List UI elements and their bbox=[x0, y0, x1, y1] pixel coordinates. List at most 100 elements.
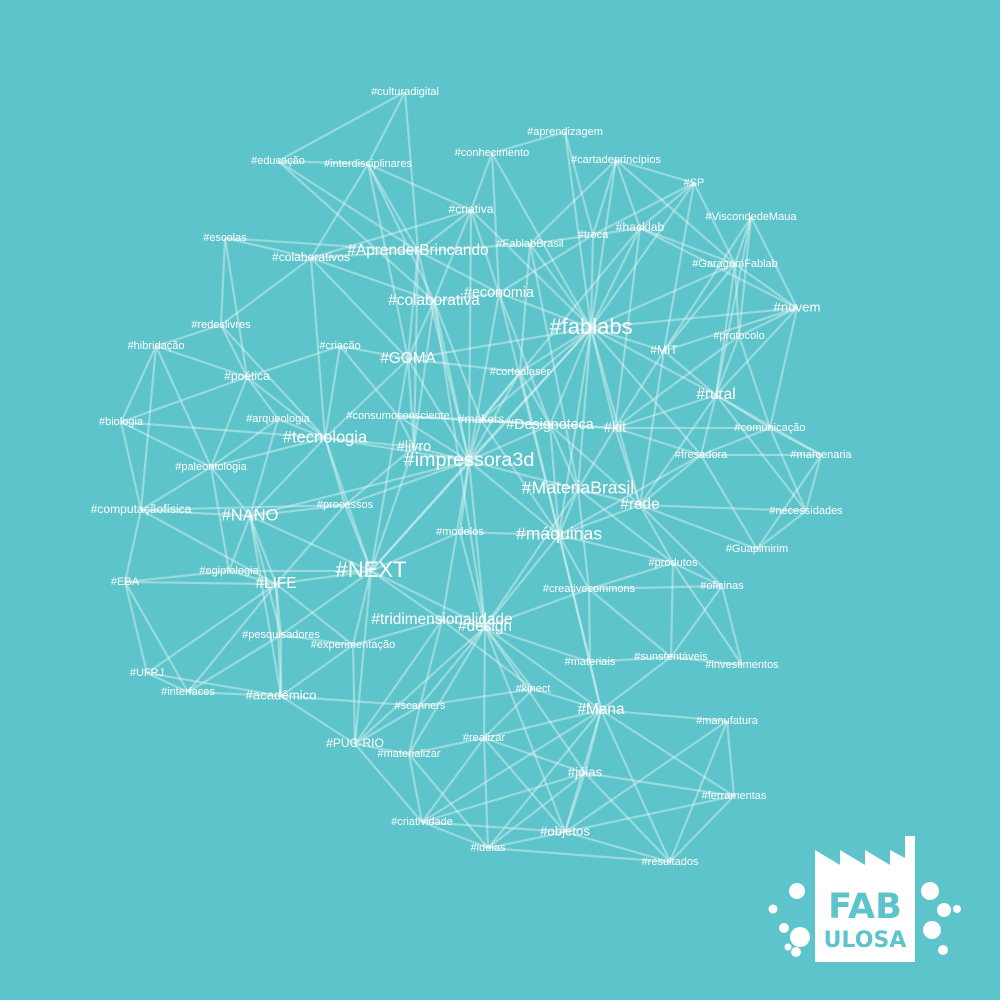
edge-rede-oficinas bbox=[639, 504, 723, 587]
edge-materiabrasil-rede bbox=[577, 487, 641, 507]
edge-realizar-materializar bbox=[408, 736, 485, 756]
edge-design-scanners bbox=[419, 626, 486, 707]
tag-poetica: #poética bbox=[224, 369, 270, 383]
edge-maquinas-creativecommons bbox=[558, 534, 590, 590]
tag-ideias: #ideias bbox=[471, 842, 506, 854]
tag-academico: #acadêmico bbox=[245, 687, 316, 702]
edge-fablabs-rural bbox=[590, 327, 717, 396]
edge-viscondedemaua-nuvem bbox=[750, 216, 798, 309]
edge-viscondedemaua-protocolo bbox=[737, 216, 753, 337]
edge-fresadora-rede bbox=[639, 454, 702, 506]
network-edges bbox=[119, 91, 823, 864]
tag-fresadora: #fresadora bbox=[675, 449, 728, 461]
tag-hibridacao: #hibridação bbox=[128, 340, 185, 352]
edge-economia-impressora3d bbox=[467, 292, 501, 462]
edge-tridimensionalidade-scanners bbox=[418, 619, 444, 707]
edge-nano-pesquisadores bbox=[248, 515, 283, 636]
edge-fablabs-fresadora bbox=[590, 327, 702, 456]
edge-pucrio-materializar bbox=[354, 742, 410, 756]
edge-cortealaser-impressora3d bbox=[468, 371, 521, 462]
edge-makers-kit bbox=[480, 418, 616, 430]
edge-egiptologia-life bbox=[228, 569, 277, 586]
edge-fablabs-cortealaser bbox=[519, 327, 592, 373]
edge-mit-kit bbox=[614, 350, 665, 429]
edge-goma-next bbox=[369, 358, 410, 572]
edge-guapimirim-necessidades bbox=[756, 510, 807, 550]
edge-biologia-tecnologia bbox=[120, 420, 326, 440]
tag-sp: #SP bbox=[684, 177, 705, 189]
edge-cartadeprincipios-troca bbox=[591, 159, 618, 236]
edge-interdisciplinares-aprenderbrincando bbox=[367, 163, 419, 252]
edge-life-ufrj bbox=[146, 583, 277, 674]
edge-mana-ferramentas bbox=[600, 709, 735, 797]
edge-tecnologia-next bbox=[323, 437, 373, 572]
tag-rede: #rede bbox=[620, 496, 659, 513]
edge-rede-necessidades bbox=[639, 503, 807, 513]
tag-interfaces: #interfaces bbox=[161, 686, 215, 698]
edge-economia-maquinas bbox=[497, 292, 561, 536]
edge-economia-designoteca bbox=[497, 292, 552, 426]
edge-cartadeprincipios-hacklab bbox=[614, 159, 642, 229]
edge-kinect-scanners bbox=[419, 687, 534, 708]
edge-hibridacao-paleontologia bbox=[154, 345, 213, 468]
tag-fablabs: #fablabs bbox=[549, 314, 632, 339]
edge-interfaces-academico bbox=[187, 690, 282, 698]
tag-hacklab: #hacklab bbox=[616, 220, 665, 234]
edge-tecnologia-nano bbox=[249, 437, 326, 517]
edge-tecnologia-processos bbox=[323, 437, 347, 506]
edge-nano-egiptologia bbox=[227, 515, 252, 572]
edge-design-kinect bbox=[484, 626, 534, 690]
edge-escolas-redeslivres bbox=[219, 237, 227, 326]
edge-conhecimento-fablabs bbox=[491, 152, 592, 329]
edge-nano-life bbox=[248, 515, 278, 585]
edge-aprendizagem-troca bbox=[563, 131, 595, 236]
edge-modelos-next bbox=[370, 530, 461, 573]
tag-criatividade: #criatividade bbox=[391, 816, 453, 828]
edge-hacklab-makers bbox=[480, 227, 641, 421]
logo-text-ulosa: ULOSA bbox=[824, 928, 907, 953]
edge-poetica-arqueologia bbox=[246, 376, 279, 420]
edge-produtos-investimentos bbox=[672, 562, 743, 666]
edge-maquinas-produtos bbox=[558, 533, 674, 565]
edge-objetos-ideias bbox=[487, 830, 566, 850]
edge-fresadora-guapimirim bbox=[700, 454, 758, 550]
edge-nuvem-rural bbox=[715, 307, 798, 396]
network-labels: #culturadigital#aprendizagem#educação#in… bbox=[91, 86, 853, 868]
edge-materiabrasil-produtos bbox=[577, 488, 674, 564]
edge-poetica-tecnologia bbox=[246, 376, 326, 439]
tag-oficinas: #oficinas bbox=[700, 580, 744, 592]
edge-paleontologia-computacaofisica bbox=[140, 466, 212, 511]
edge-joias-ferramentas bbox=[584, 771, 735, 798]
edge-design-pucrio bbox=[354, 626, 486, 745]
edge-consumoconsciente-designoteca bbox=[397, 414, 551, 427]
edge-comunicacao-fresadora bbox=[700, 426, 771, 457]
edge-colaborativa-livro bbox=[412, 300, 436, 448]
edge-realizar-criatividade bbox=[421, 737, 485, 823]
edge-sp-mit bbox=[662, 182, 696, 352]
edge-manufatura-objetos bbox=[564, 720, 728, 833]
edge-designoteca-impressora3d bbox=[468, 423, 551, 463]
edge-makers-maquinas bbox=[480, 419, 560, 536]
edge-fablabs-kit bbox=[589, 327, 617, 429]
edge-tecnologia-paleontologia bbox=[210, 436, 326, 469]
edge-rural-fresadora bbox=[699, 394, 718, 456]
edge-aprenderbrincando-colaborativos bbox=[310, 249, 419, 260]
edge-cortealaser-designoteca bbox=[519, 371, 551, 426]
edge-mana-manufatura bbox=[600, 708, 728, 723]
edge-redeslivres-tecnologia bbox=[220, 324, 326, 439]
edge-aprenderbrincando-economia bbox=[417, 250, 500, 294]
edge-academico-scanners bbox=[280, 694, 421, 708]
tag-colaborativa: #colaborativa bbox=[388, 292, 480, 309]
edge-design-mana bbox=[484, 626, 602, 711]
edge-kinect-mana bbox=[532, 687, 602, 712]
edge-nuvem-fablabs bbox=[590, 306, 798, 330]
edge-mana-ideias bbox=[487, 709, 602, 849]
edge-life-experimentacao bbox=[275, 583, 354, 646]
edge-fablabbrasil-materiabrasil bbox=[528, 243, 580, 490]
edge-design-realizar bbox=[482, 626, 487, 739]
edge-cartadeprincipios-fablabs bbox=[589, 159, 618, 329]
tag-designoteca: #Designoteca bbox=[506, 417, 593, 433]
edge-paleontologia-nano bbox=[210, 466, 251, 517]
edge-interdisciplinares-goma bbox=[366, 163, 410, 360]
